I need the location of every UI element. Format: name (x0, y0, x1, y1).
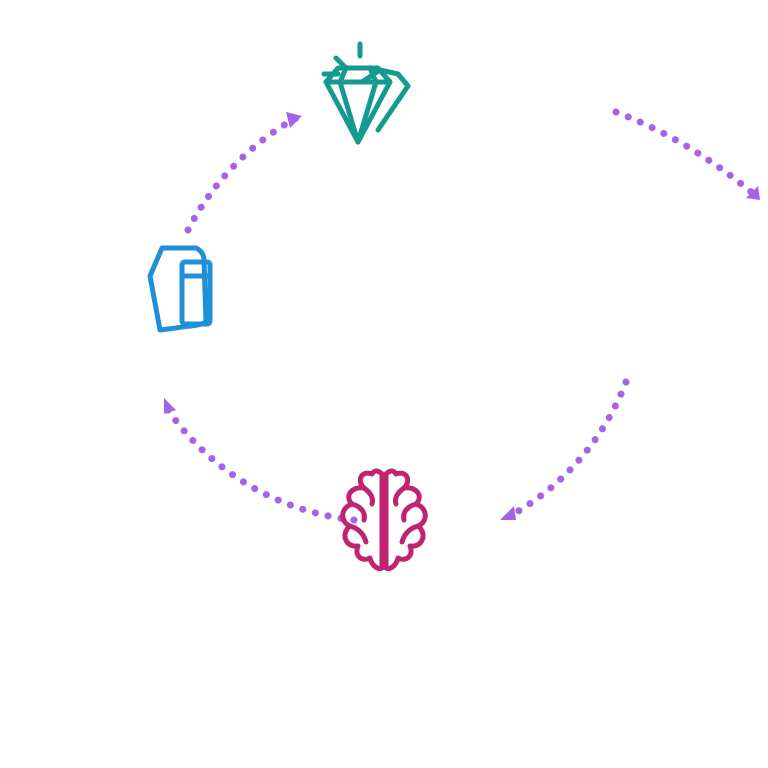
arc-bottom-right (506, 378, 630, 520)
arc-bottom-left (164, 406, 358, 524)
arrowhead-top-left (286, 112, 302, 128)
arc-top-right (612, 108, 760, 200)
cycle-arcs (164, 108, 760, 524)
diamond-icon (321, 41, 411, 145)
arrowhead-top-right (746, 186, 760, 200)
arc-right-top (614, 112, 619, 198)
arrowhead-bottom-right (500, 506, 516, 520)
documents-icon (147, 245, 213, 333)
brain-icon (340, 468, 428, 571)
arc-left-top (184, 114, 300, 234)
arrowhead-bottom-left (164, 398, 176, 414)
